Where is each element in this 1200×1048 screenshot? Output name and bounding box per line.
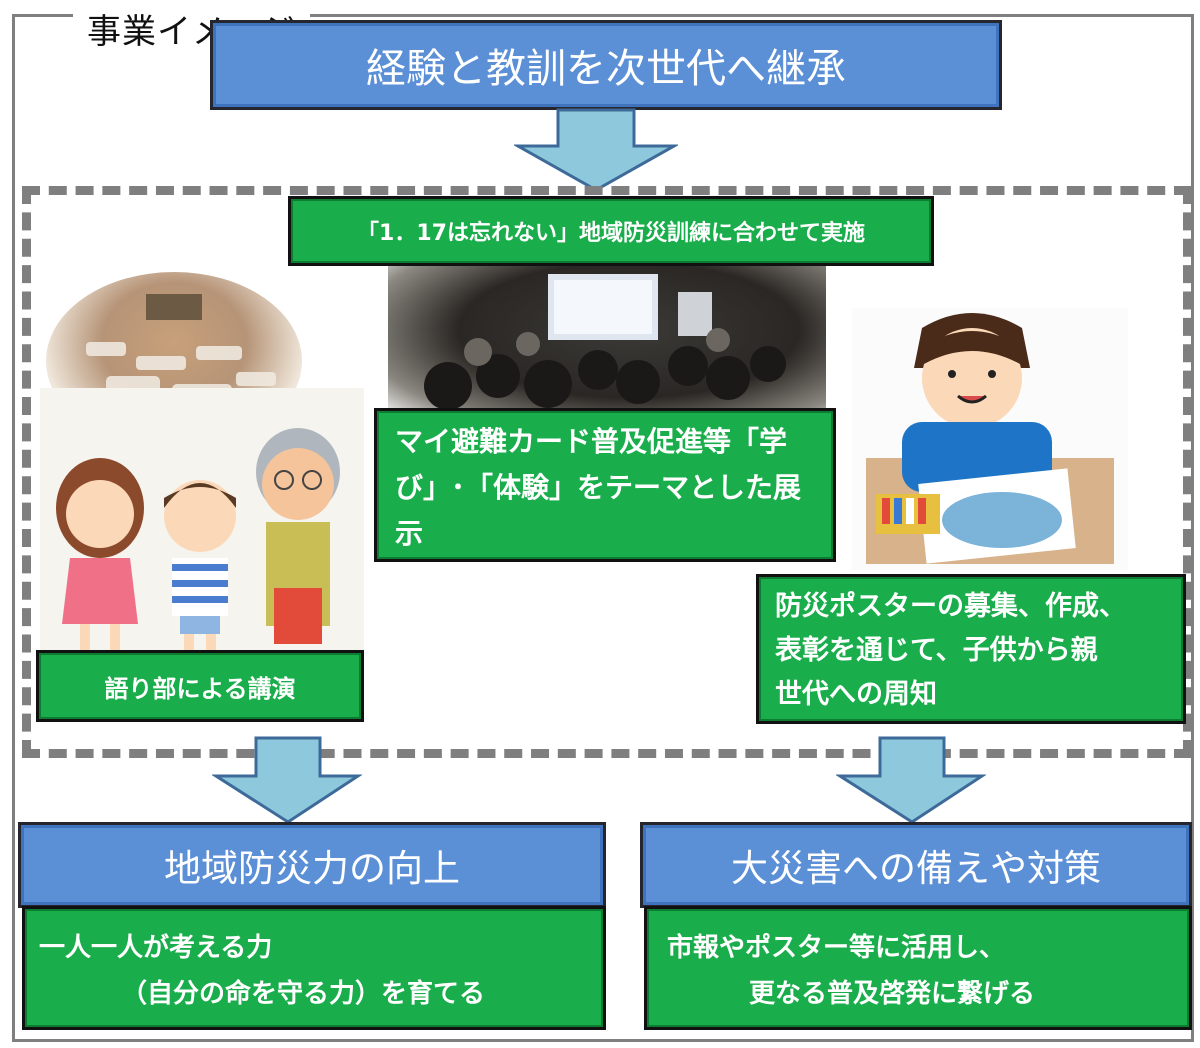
outcome-right-line: 更なる普及啓発に繋げる xyxy=(749,979,1036,1009)
exhibit-line: ブースの出展 xyxy=(395,563,562,596)
outcome-left-line: 一人一人が考える力 xyxy=(39,933,273,963)
outer-frame: 事業イメージ xyxy=(12,9,1194,1042)
outcome-left-box: 一人一人が考える力 （自分の命を守る力）を育てる xyxy=(22,906,606,1030)
poster-box: 防災ポスターの募集、作成、 表彰を通じて、子供から親 世代への周知 xyxy=(756,574,1186,724)
poster-line: 世代への周知 xyxy=(775,679,937,710)
exhibit-line: マイ避難カード普及促進等「学 xyxy=(395,425,788,458)
boy-drawing-illustration xyxy=(852,308,1128,570)
outcome-left-title-box: 地域防災力の向上 xyxy=(18,822,606,908)
outcome-left-title: 地域防災力の向上 xyxy=(164,847,460,890)
down-arrow-icon xyxy=(836,736,986,824)
activities-region xyxy=(22,186,1192,758)
poster-line: 表彰を通じて、子供から親 xyxy=(775,635,1098,666)
outcome-right-title-box: 大災害への備えや対策 xyxy=(640,822,1192,908)
outcome-right-title: 大災害への備えや対策 xyxy=(731,847,1101,890)
top-title-box: 経験と教訓を次世代へ継承 xyxy=(210,20,1002,110)
outcome-right-box: 市報やポスター等に活用し、 更なる普及啓発に繋げる xyxy=(644,906,1192,1030)
seminar-photo xyxy=(388,266,826,426)
exhibit-line: び」･「体験」をテーマとした展示 xyxy=(395,471,802,550)
event-banner: 「1．17は忘れない」地域防災訓練に合わせて実施 xyxy=(288,196,934,266)
outcome-right-line: 市報やポスター等に活用し、 xyxy=(667,933,1006,963)
top-title: 経験と教訓を次世代へ継承 xyxy=(366,46,846,92)
poster-line: 防災ポスターの募集、作成、 xyxy=(775,591,1126,622)
event-label: 「1．17は忘れない」地域防災訓練に合わせて実施 xyxy=(357,221,865,246)
down-arrow-icon xyxy=(514,108,678,192)
down-arrow-icon xyxy=(212,736,362,824)
family-illustration xyxy=(40,388,364,658)
lecture-label: 語り部による講演 xyxy=(104,674,296,703)
outcome-left-line: （自分の命を守る力）を育てる xyxy=(121,979,486,1009)
exhibit-box: マイ避難カード普及促進等「学 び」･「体験」をテーマとした展示 ブースの出展 xyxy=(374,408,836,596)
lecture-box: 語り部による講演 xyxy=(36,650,364,722)
